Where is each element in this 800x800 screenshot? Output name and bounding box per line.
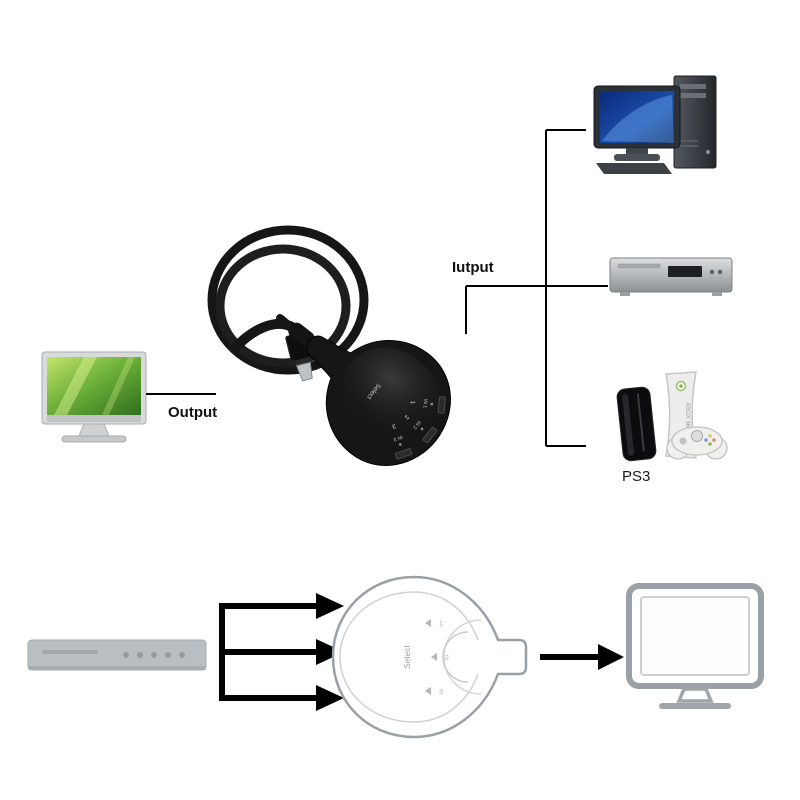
output-arrow-head [598, 644, 624, 670]
arrow-3-head [316, 685, 344, 711]
game-consoles: XBOX 360 PS3 [616, 371, 728, 485]
port-led [430, 402, 434, 406]
ps3-gloss [622, 393, 634, 456]
port-led [398, 443, 402, 446]
dvd-silhouette-dot-3 [151, 652, 157, 658]
port-number: 1 [409, 400, 415, 405]
output-tv [41, 351, 147, 443]
xbox-controller [666, 426, 728, 460]
output-arrow [540, 644, 624, 670]
input-arrows [219, 593, 344, 711]
cable-tail-to-switch [231, 318, 297, 352]
switch-outline-port-2: 2 [445, 653, 449, 662]
switch-cable-boot [288, 322, 315, 347]
port-led [420, 427, 424, 431]
pc-drive-bay-2 [680, 93, 706, 98]
ps3-slot [636, 393, 645, 452]
monitor-outline-stand-neck [676, 687, 714, 703]
switch-outline-ripple-1 [443, 619, 482, 695]
switch-port-2: IN 2 2 [402, 413, 438, 444]
controller-stick-left [679, 437, 687, 445]
hdmi-switch-device: Select IN 1 1 IN 2 2 IN 3 3 [288, 322, 451, 466]
arrow-2-head [316, 639, 344, 665]
dvd-player-bottom [27, 639, 207, 671]
arrow-1-head [316, 593, 344, 619]
port-number: 2 [402, 413, 409, 420]
pc-screen-swoosh [602, 95, 674, 143]
switch-outline-port-3: 3 [439, 687, 443, 696]
dvd-player-top [609, 257, 733, 296]
pc-monitor-screen [600, 91, 674, 143]
port-in-label: IN 3 [393, 433, 404, 442]
switch-port-1: IN 1 1 [409, 396, 446, 414]
port-in-label: IN 1 [421, 399, 428, 409]
tv-bottom-strip [47, 415, 141, 422]
switch-outline-port-1: 1 [439, 619, 443, 628]
controller-button-a [708, 442, 712, 446]
dvd-silhouette-dot-2 [137, 652, 143, 658]
pc-monitor-base [614, 154, 660, 161]
dvd-silhouette-dot-5 [179, 652, 185, 658]
ps3-console [616, 386, 657, 462]
cable-loop-outer [207, 225, 369, 375]
desktop-computer [593, 75, 717, 174]
hdmi-port-slot [422, 426, 438, 444]
pc-keyboard [596, 163, 672, 174]
dvd-button-1 [709, 269, 715, 275]
pc-drive-bay-1 [680, 84, 706, 89]
pc-vent2 [680, 145, 698, 147]
hdmi-plug-collar [294, 357, 312, 367]
dvd-display [668, 266, 702, 277]
switch-port-3: IN 3 3 [391, 422, 413, 460]
controller-button-b [712, 438, 716, 442]
xbox-power-dot [679, 384, 683, 388]
pc-vent [680, 140, 698, 142]
switch-sheen [342, 347, 441, 443]
pc-monitor-neck [626, 148, 648, 154]
controller-button-x [704, 438, 708, 442]
tv-screen-highlight [54, 357, 97, 415]
switch-outline-body [331, 575, 528, 739]
switch-outline: Select 1 2 3 [331, 575, 528, 739]
controller-guide-button [691, 430, 703, 442]
pc-power-button [706, 150, 710, 154]
connection-bracket [465, 129, 608, 447]
dvd-silhouette-dot-1 [123, 652, 129, 658]
tv-stand-base [61, 435, 127, 443]
tv-screen-highlight2 [102, 357, 135, 415]
hdmi-port-slot [437, 396, 446, 414]
dvd-silhouette-base [28, 666, 206, 670]
port-in-label: IN 2 [411, 419, 422, 430]
tv-stand-neck [78, 423, 110, 437]
switch-outline-select-label: Select [402, 645, 412, 669]
dvd-silhouette-dot-4 [165, 652, 171, 658]
dvd-foot-left [620, 292, 630, 296]
switch-outline-port-3-indicator [425, 687, 431, 695]
dvd-silhouette-slot [42, 650, 98, 654]
output-label: Output [168, 404, 217, 421]
switch-outline-inner-arc [339, 591, 479, 723]
cable-loop-inner [215, 244, 351, 368]
hdmi-plug-tip [296, 361, 313, 382]
tv-screen [47, 357, 141, 415]
input-label: Iutput [452, 259, 494, 276]
dvd-button-2 [717, 269, 723, 275]
port-number: 3 [391, 422, 397, 429]
ps3-label: PS3 [622, 468, 650, 485]
controller-button-y [708, 434, 712, 438]
dvd-foot-right [712, 292, 722, 296]
monitor-outline [626, 583, 764, 709]
switch-outline-port-2-indicator [431, 653, 437, 661]
dvd-tray [617, 263, 661, 269]
switch-outline-port-1-indicator [425, 619, 431, 627]
xbox-logo-text: XBOX 360 [684, 402, 690, 431]
monitor-outline-screen [640, 596, 750, 676]
switch-outline-ripple-2 [442, 631, 469, 683]
hdmi-port-slot [394, 448, 413, 460]
